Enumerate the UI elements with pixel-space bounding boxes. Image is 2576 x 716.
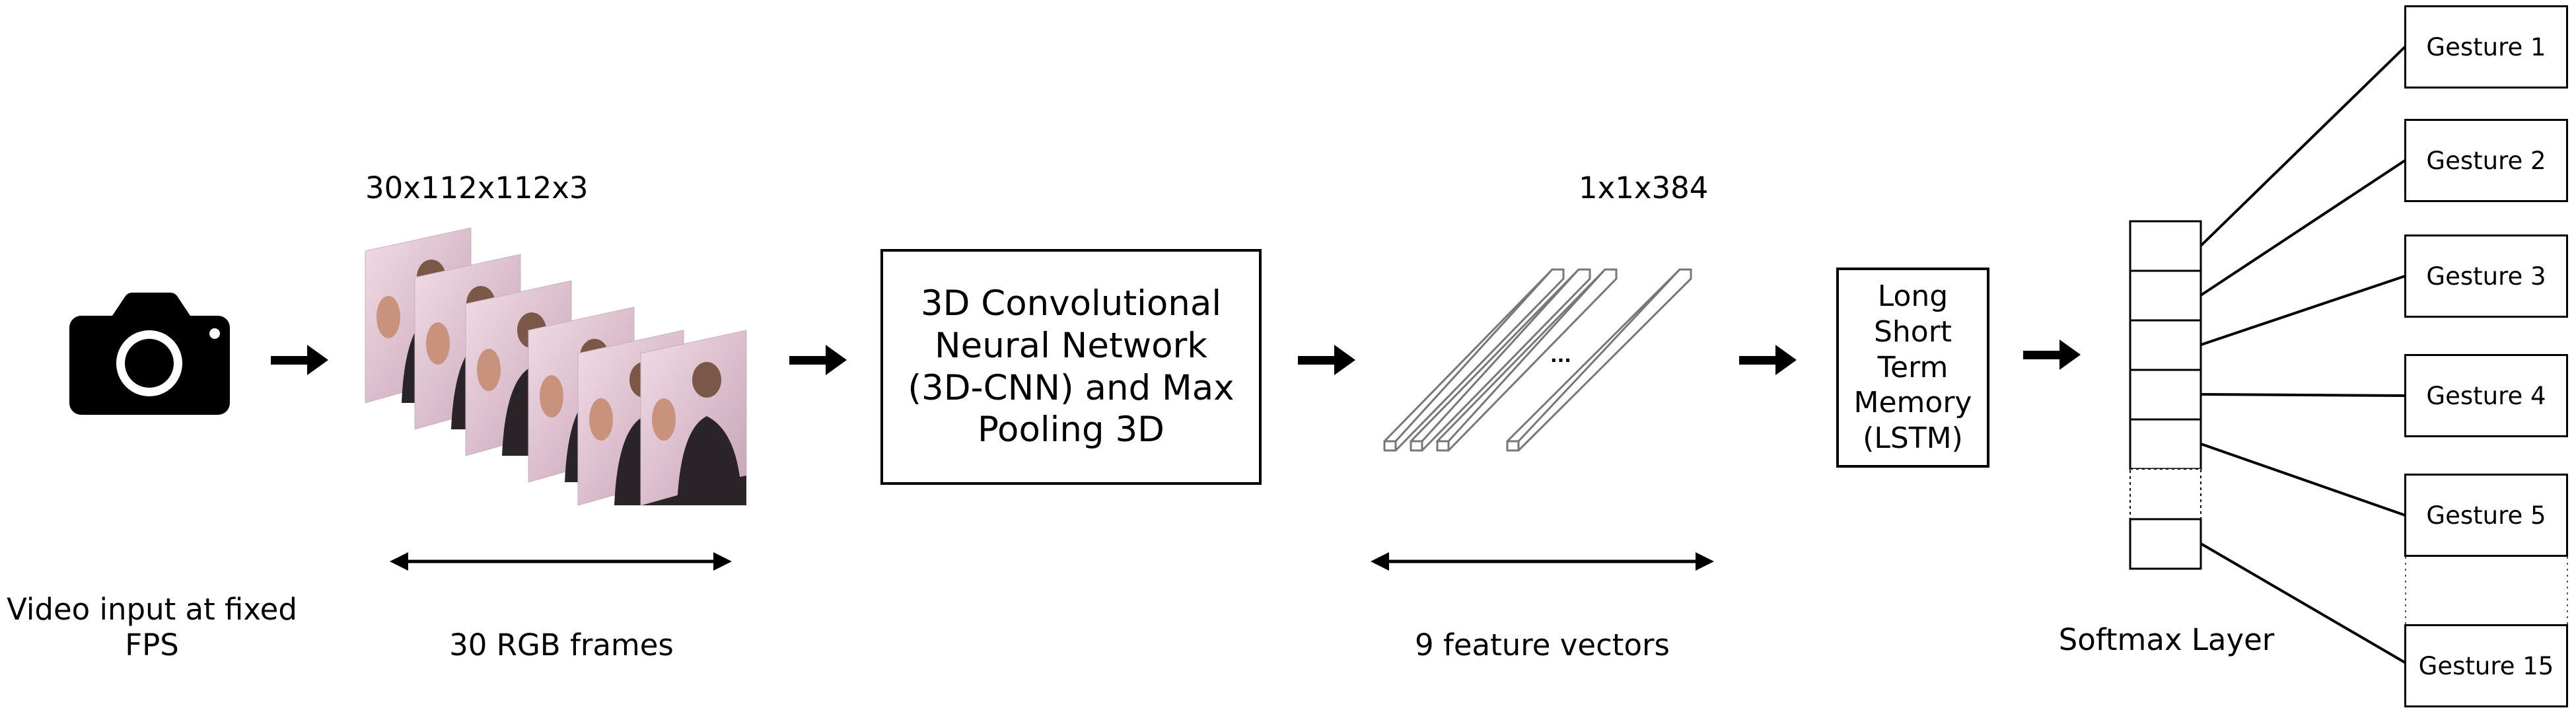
arrow-features-to-lstm — [1739, 345, 1797, 375]
rgb-frame — [640, 330, 747, 506]
frames-caption: 30 RGB frames — [449, 627, 674, 662]
softmax-cell — [2129, 319, 2202, 371]
features-ellipsis: ... — [1550, 345, 1571, 367]
softmax-cell — [2129, 220, 2202, 272]
softmax-cell — [2129, 418, 2202, 470]
feature-vector — [1383, 268, 1565, 452]
gesture-box-15: Gesture 15 — [2404, 624, 2568, 707]
gesture-gap-dots — [2405, 557, 2568, 624]
features-caption: 9 feature vectors — [1415, 627, 1670, 662]
feature-vector-bars — [1383, 268, 1692, 452]
arrow-frames-to-cnn — [789, 345, 847, 375]
features-dims-label: 1x1x384 — [1579, 170, 1709, 205]
softmax-cell — [2129, 269, 2202, 322]
frames-dims-label: 30x112x112x3 — [365, 170, 589, 205]
feature-vector — [1410, 268, 1591, 452]
arrow-cnn-to-features — [1298, 345, 1355, 375]
input-caption: Video input at fixed FPS — [7, 592, 297, 662]
softmax-layer — [2129, 220, 2202, 570]
feature-vector — [1506, 268, 1692, 452]
feature-vector — [1436, 268, 1618, 452]
arrow-input-to-frames — [271, 345, 328, 375]
softmax-cell — [2129, 369, 2202, 421]
frames-span-arrow — [390, 552, 732, 571]
softmax-caption: Softmax Layer — [2058, 622, 2275, 657]
gesture-box-2: Gesture 2 — [2404, 119, 2568, 202]
features-span-arrow — [1371, 552, 1714, 571]
camera-icon — [69, 293, 230, 415]
softmax-connections — [2200, 46, 2406, 664]
gesture-box-1: Gesture 1 — [2404, 5, 2568, 89]
rgb-frame-stack — [365, 227, 747, 506]
gesture-box-5: Gesture 5 — [2404, 474, 2568, 557]
lstm-box: Long Short Term Memory (LSTM) — [1836, 268, 1989, 468]
arrow-lstm-to-softmax — [2023, 340, 2081, 370]
gesture-box-3: Gesture 3 — [2404, 234, 2568, 318]
cnn-box: 3D Convolutional Neural Network (3D-CNN)… — [880, 249, 1262, 485]
softmax-cell — [2129, 518, 2202, 570]
gesture-box-4: Gesture 4 — [2404, 354, 2568, 437]
softmax-cell-gap — [2129, 468, 2201, 520]
